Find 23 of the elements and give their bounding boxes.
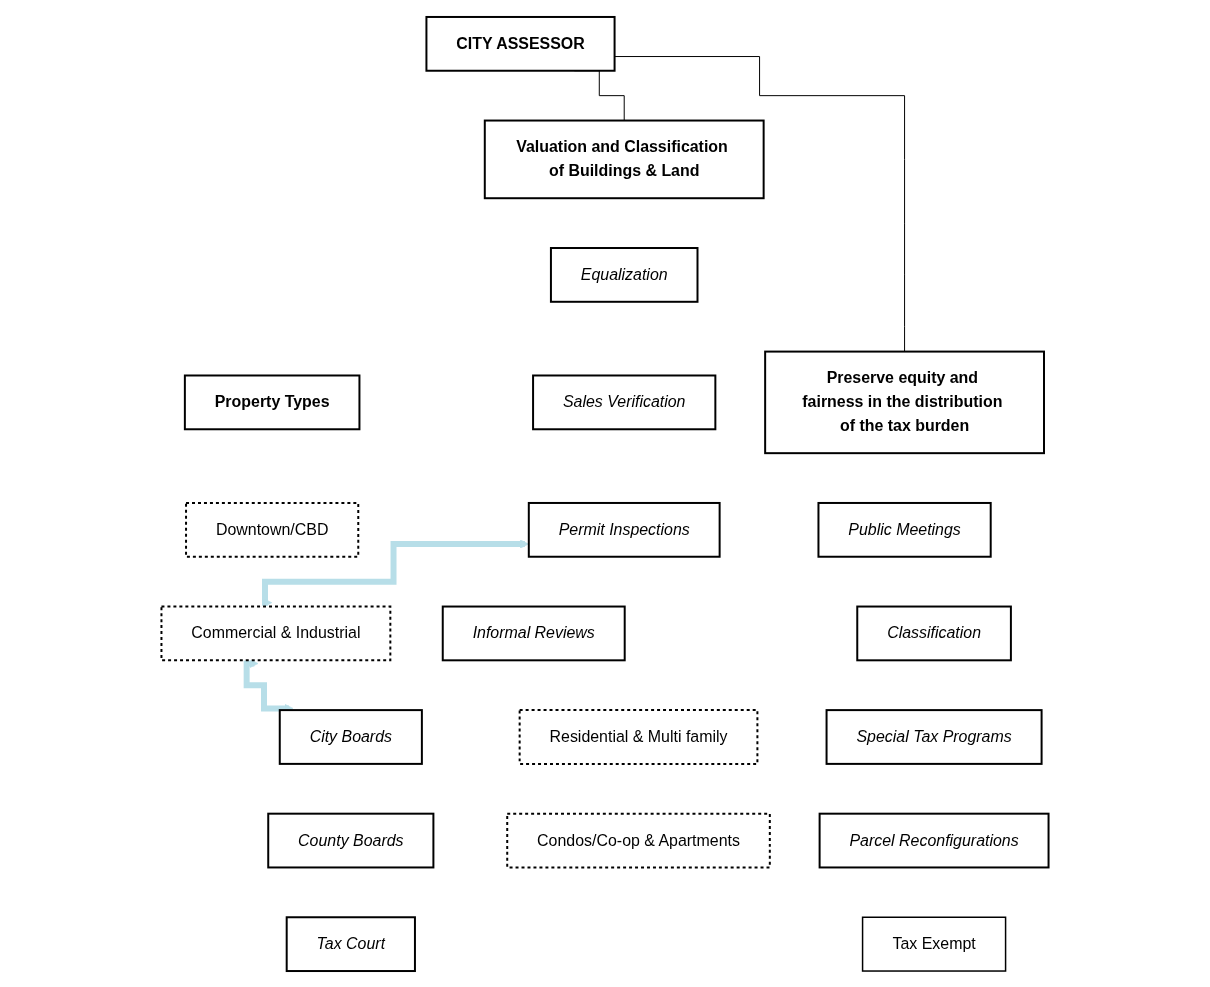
node-box: Tax Exempt bbox=[861, 916, 1007, 972]
node-box: Tax Court bbox=[285, 915, 416, 972]
node-box: Downtown/CBD bbox=[185, 501, 360, 558]
node-box: Commercial & Industrial bbox=[160, 605, 392, 661]
node-box: City Boards bbox=[278, 708, 423, 765]
node-box: Condos/Co-op & Apartments bbox=[506, 812, 771, 868]
node-box: Permit Inspections bbox=[527, 501, 721, 558]
arrow bbox=[243, 658, 294, 713]
node-box: Classification bbox=[856, 605, 1012, 661]
node-box: Sales Verification bbox=[532, 374, 717, 430]
connector bbox=[614, 55, 906, 352]
node-box: County Boards bbox=[267, 812, 435, 868]
node-box: Informal Reviews bbox=[441, 605, 626, 661]
node-box: CITY ASSESSOR bbox=[425, 15, 616, 72]
node-box: Valuation and Classification of Buildings & Land bbox=[483, 119, 765, 199]
node-box: Special Tax Programs bbox=[825, 708, 1043, 765]
node-box: Residential & Multi family bbox=[518, 708, 759, 765]
node-box: Preserve equity and fairness in the distribution of the tax burden bbox=[764, 350, 1045, 454]
node-box: Parcel Reconfigurations bbox=[818, 812, 1050, 868]
node-box: Public Meetings bbox=[817, 501, 992, 558]
node-box: Equalization bbox=[549, 246, 699, 303]
node-box: Property Types bbox=[183, 374, 361, 430]
arrow bbox=[262, 539, 529, 607]
